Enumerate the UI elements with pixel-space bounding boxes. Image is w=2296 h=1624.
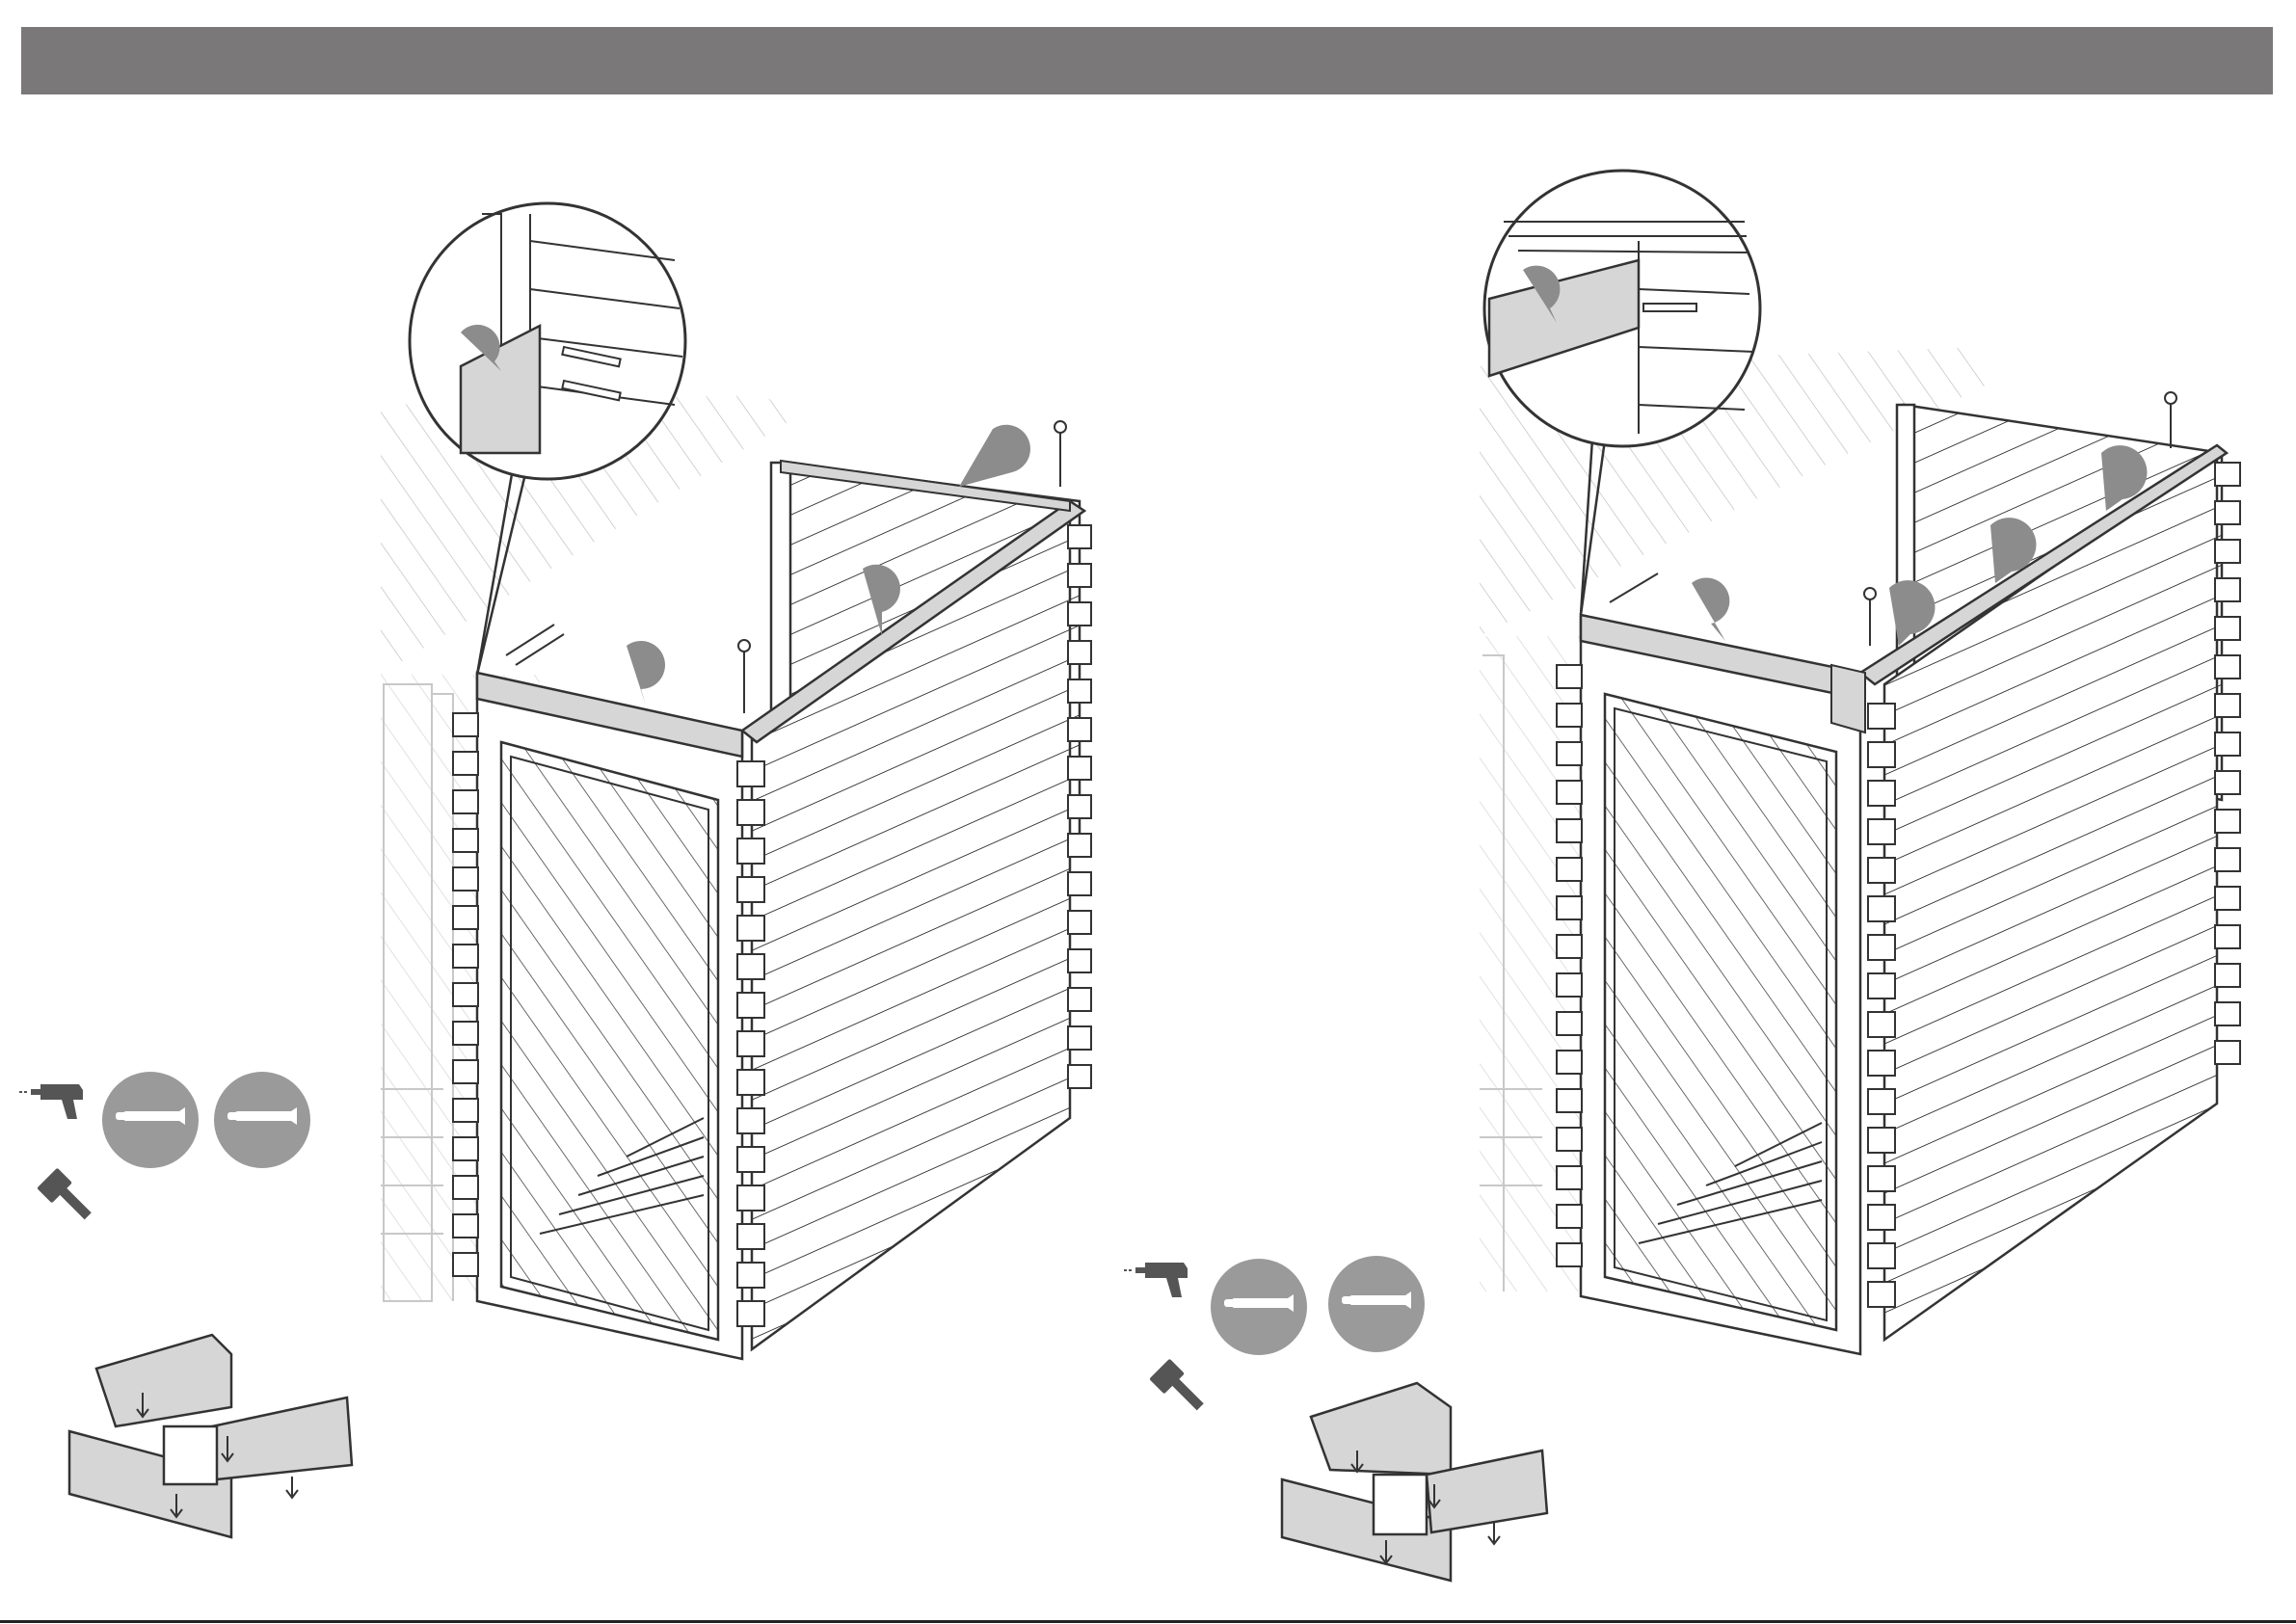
- hammer-icon: [37, 1168, 92, 1220]
- right-tools: [1124, 1256, 1425, 1410]
- left-zoom-detail: [410, 203, 685, 479]
- right-joint-detail: [1282, 1383, 1547, 1581]
- drill-icon: [1124, 1263, 1188, 1297]
- footer-line: [0, 1620, 2296, 1623]
- left-joint-detail: [69, 1335, 352, 1537]
- drill-icon: [19, 1084, 83, 1119]
- right-step-building: [1480, 171, 2240, 1354]
- left-tools: [19, 1072, 310, 1219]
- left-step-building: [381, 203, 1091, 1359]
- hammer-icon: [1149, 1359, 1204, 1411]
